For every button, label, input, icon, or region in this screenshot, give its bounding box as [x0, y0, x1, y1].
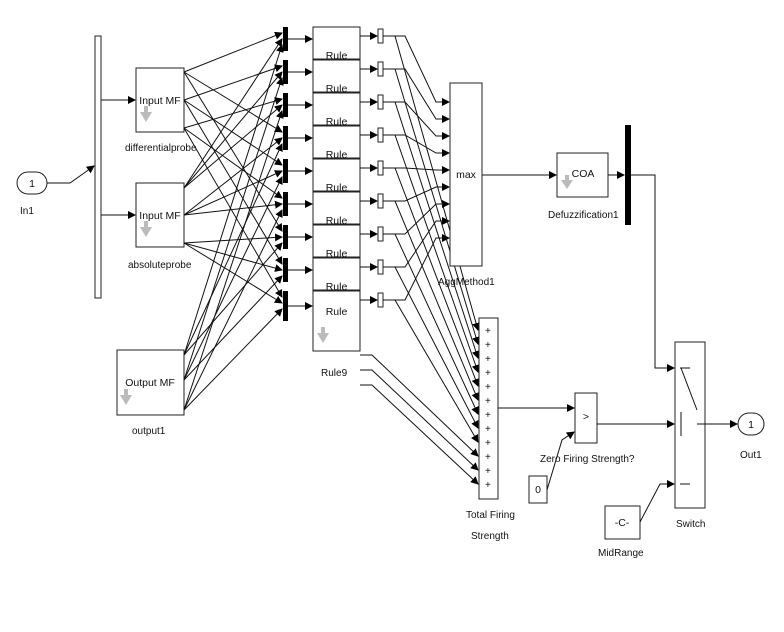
input-mf-absoluteprobe-block[interactable]: Input MF	[135, 182, 185, 248]
input-mf-1-text: Input MF	[139, 95, 180, 107]
mask-arrow-icon	[140, 221, 152, 237]
rule-text: Rule	[326, 149, 348, 161]
defuzz-demux-bar[interactable]	[625, 125, 631, 225]
rule-block[interactable]: Rule	[312, 191, 361, 227]
sum-input-sign: +	[485, 354, 491, 365]
output-mf-block[interactable]: Output MF	[116, 349, 185, 416]
mask-arrow-icon	[140, 106, 152, 122]
mask-arrow-icon	[317, 327, 329, 343]
rule-mux-bar[interactable]	[283, 60, 288, 84]
input-mf-2-label: absoluteprobe	[128, 260, 192, 271]
rule-block[interactable]: Rule	[312, 125, 361, 161]
switch-block[interactable]	[674, 341, 706, 509]
mask-arrow-icon	[561, 175, 573, 189]
input-mf-1-label: differentialprobe	[125, 143, 197, 154]
sum-input-sign: +	[485, 466, 491, 477]
input-mf-differentialprobe-block[interactable]: Input MF	[135, 67, 185, 133]
rule-mux-bar[interactable]	[283, 225, 288, 249]
sum-input-sign: +	[485, 382, 491, 393]
output-mf-label: output1	[132, 426, 166, 437]
inport-in1[interactable]: 1	[16, 171, 48, 195]
sum-label-line1: Total Firing	[466, 510, 515, 521]
rule-mux-bar[interactable]	[283, 93, 288, 117]
rule-output-selector[interactable]	[377, 292, 384, 308]
input-mf-2-text: Input MF	[139, 210, 180, 222]
zero-constant-text: 0	[535, 484, 541, 496]
rule-output-selector[interactable]	[377, 193, 384, 209]
rule-block[interactable]: Rule	[312, 290, 361, 352]
rule-output-selector[interactable]	[377, 259, 384, 275]
rule-block[interactable]: Rule	[312, 26, 361, 62]
rule-text: Rule	[326, 215, 348, 227]
total-firing-strength-sum-block[interactable]: + + + + + + + + + + + +	[478, 317, 499, 500]
rule-mux-bar[interactable]	[283, 126, 288, 150]
rule-output-selector[interactable]	[377, 226, 384, 242]
defuzz-text: COA	[572, 168, 595, 180]
rule-block[interactable]: Rule	[312, 59, 361, 95]
sum-input-sign: +	[485, 424, 491, 435]
aggregation-text: max	[456, 169, 477, 181]
rule-block[interactable]: Rule	[312, 224, 361, 260]
output-mf-text: Output MF	[125, 377, 175, 389]
sum-input-sign: +	[485, 410, 491, 421]
sum-input-sign: +	[485, 326, 491, 337]
rule-output-selectors	[377, 28, 384, 308]
sum-input-sign: +	[485, 368, 491, 379]
rule-mux-bar[interactable]	[283, 291, 288, 321]
rule-text: Rule	[326, 281, 348, 293]
outport-out1[interactable]: 1	[737, 412, 765, 436]
midrange-label: MidRange	[598, 548, 644, 559]
zero-firing-strength-compare-block[interactable]: >	[574, 392, 598, 444]
rule-output-selector[interactable]	[377, 28, 384, 44]
inport-number: 1	[29, 178, 35, 190]
sum-input-sign: +	[485, 340, 491, 351]
zero-constant-block[interactable]: 0	[528, 475, 548, 504]
sum-input-sign: +	[485, 480, 491, 491]
rule9-label: Rule9	[321, 368, 348, 379]
aggregation-max-block[interactable]: max	[449, 82, 483, 267]
static-wires	[47, 96, 738, 523]
rule-output-selector[interactable]	[377, 61, 384, 77]
sum-input-sign: +	[485, 438, 491, 449]
midrange-text: -C-	[615, 517, 630, 529]
sum-input-sign: +	[485, 396, 491, 407]
rule-text: Rule	[326, 248, 348, 260]
rule-text: Rule	[326, 182, 348, 194]
outport-label: Out1	[740, 450, 762, 461]
rule-text: Rule	[326, 83, 348, 95]
defuzzification-coa-block[interactable]: COA	[556, 152, 609, 198]
sum-input-sign: +	[485, 452, 491, 463]
rule-text: Rule	[326, 306, 348, 318]
rule-mux-bar[interactable]	[283, 27, 288, 51]
switch-label: Switch	[676, 519, 705, 530]
compare-label: Zero Firing Strength?	[540, 454, 635, 465]
rule-block[interactable]: Rule	[312, 92, 361, 128]
mask-arrow-icon	[120, 389, 132, 405]
rule-text: Rule	[326, 50, 348, 62]
compare-text: >	[583, 411, 589, 423]
signal-wires	[183, 31, 480, 485]
outport-number: 1	[748, 419, 754, 431]
aggregation-label: AggMethod1	[438, 277, 495, 288]
rule-block[interactable]: Rule	[312, 257, 361, 293]
sum-label-line2: Strength	[471, 531, 509, 542]
midrange-constant-block[interactable]: -C-	[604, 505, 641, 540]
rule-input-muxes	[283, 27, 288, 321]
rule-block[interactable]: Rule	[312, 158, 361, 194]
rule-mux-bar[interactable]	[283, 192, 288, 216]
rule-output-selector[interactable]	[377, 160, 384, 176]
rule-mux-bar[interactable]	[283, 159, 288, 183]
demux-block[interactable]	[94, 35, 102, 299]
defuzz-label: Defuzzification1	[548, 210, 619, 221]
rule-mux-bar[interactable]	[283, 258, 288, 282]
rule-output-selector[interactable]	[377, 127, 384, 143]
inport-label: In1	[20, 206, 34, 217]
rule-output-selector[interactable]	[377, 94, 384, 110]
rule-text: Rule	[326, 116, 348, 128]
